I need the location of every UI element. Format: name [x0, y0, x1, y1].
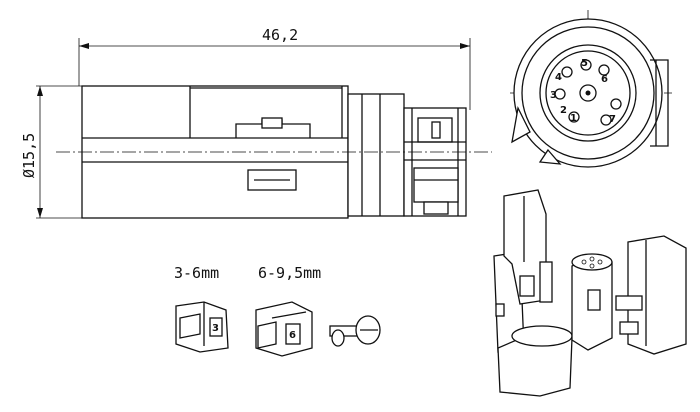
- connector-front-view: 1 2 3 4 5 6 7: [510, 10, 672, 168]
- fixing-screw: [329, 315, 381, 347]
- pin-label-4: 4: [555, 72, 562, 83]
- diameter-dimension: Ø15,5: [20, 133, 38, 178]
- cable-clamp-insert-small: 3: [175, 301, 229, 353]
- pin-label-7: 7: [609, 114, 616, 125]
- pin-label-2: 2: [560, 105, 567, 116]
- cable-clamp-insert-large: 6: [255, 301, 313, 357]
- length-dimension: 46,2: [262, 26, 298, 44]
- contact-pins: [554, 59, 622, 126]
- contact-insert-3d: [571, 253, 613, 351]
- housing-shell-3d: [493, 189, 573, 397]
- pin-label-3: 3: [550, 90, 557, 101]
- connector-side-view: 46,2 Ø15,5: [20, 26, 492, 219]
- rear-shell-3d: [615, 235, 687, 355]
- clamp-small-size-label: 3-6mm: [174, 264, 219, 282]
- pin-label-6: 6: [601, 74, 608, 85]
- clamp-large-size-label: 6-9,5mm: [258, 264, 321, 282]
- pin-label-1: 1: [570, 113, 577, 124]
- pin-label-5: 5: [581, 58, 588, 69]
- clamp-large-mark: 6: [289, 330, 296, 341]
- clamp-small-mark: 3: [212, 323, 219, 334]
